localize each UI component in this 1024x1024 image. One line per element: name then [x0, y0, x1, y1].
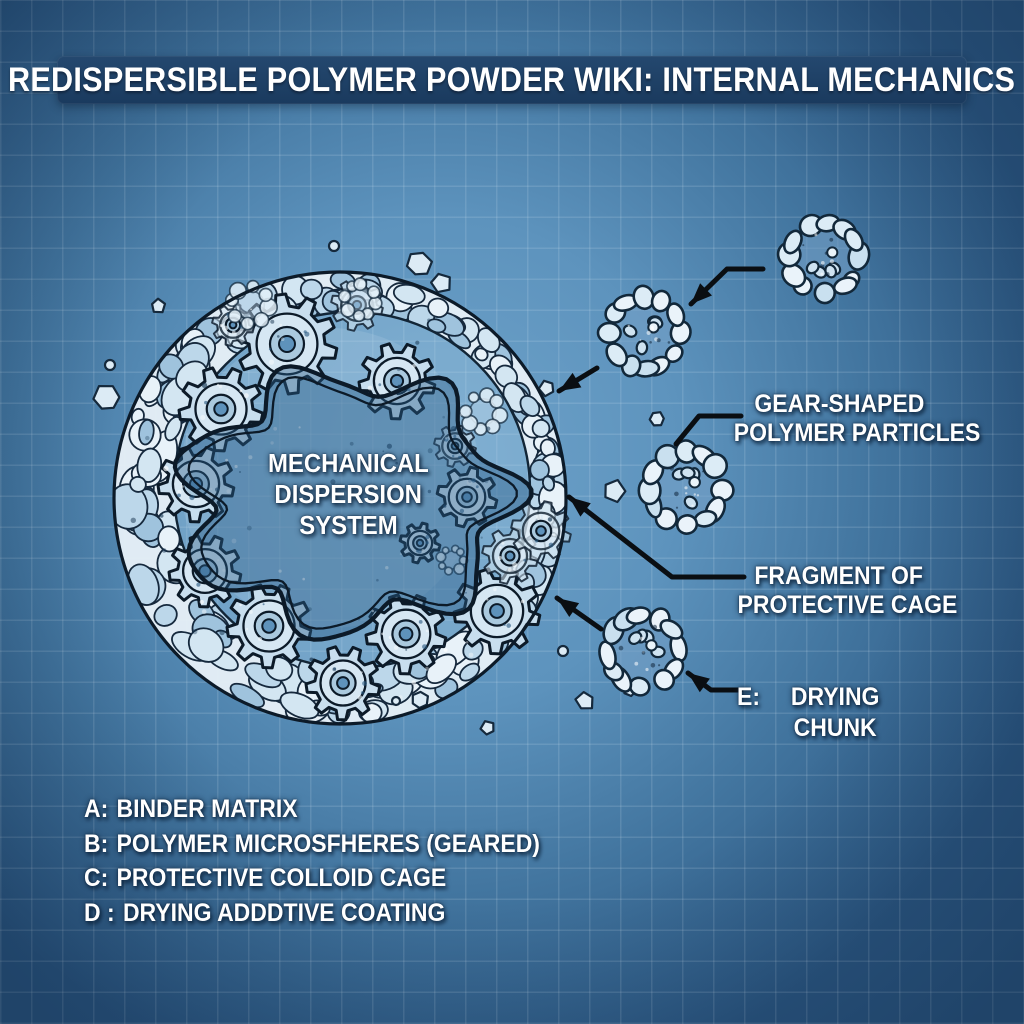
gear-icon — [364, 593, 448, 676]
callout-arrow — [554, 595, 604, 632]
gear-icon — [398, 521, 442, 565]
gear-icon — [225, 583, 313, 670]
callout-e-key: E: — [737, 683, 760, 711]
callout-arrow — [556, 365, 600, 394]
callout-gear-line2: POLYMER PARTICLES — [733, 419, 981, 447]
callout-gear-particles: GEAR-SHAPED POLYMER PARTICLES — [723, 390, 981, 448]
polymer-particle — [596, 284, 692, 378]
rosette-cluster — [435, 544, 469, 576]
callout-e-line2: CHUNK — [793, 714, 877, 742]
polymer-particle — [637, 439, 735, 535]
callout-arrows — [554, 266, 766, 693]
polymer-particle — [598, 606, 688, 697]
callout-e-line1: DRYING — [790, 683, 880, 711]
legend-label-a: BINDER MATRIX — [116, 795, 298, 823]
center-label-line2: DISPERSION — [274, 479, 422, 509]
gear-icon — [435, 465, 499, 529]
legend-label-c: PROTECTIVE COLLOID CAGE — [116, 864, 447, 892]
legend-key-c: C: — [84, 864, 109, 892]
callout-frag-line1: FRAGMENT OF — [754, 562, 924, 590]
callout-arrow — [673, 413, 744, 447]
callout-drying-chunk: E: DRYING CHUNK — [736, 682, 883, 744]
callout-gear-line1: GEAR-SHAPED — [754, 390, 924, 418]
page-title: REDISPERSIBLE POLYMER POWDER WIKI: INTER… — [8, 60, 1016, 99]
legend-label-b: POLYMER MICROSFHERES (GEARED) — [116, 829, 540, 858]
callout-arrow — [685, 670, 744, 693]
callout-frag-line2: PROTECTIVE CAGE — [737, 591, 958, 619]
polymer-particle — [776, 213, 871, 305]
center-label-line1: MECHANICAL — [267, 448, 429, 478]
center-label-line3: SYSTEM — [298, 510, 398, 540]
gear-icon — [304, 645, 382, 722]
title-banner: REDISPERSIBLE POLYMER POWDER WIKI: INTER… — [8, 56, 1015, 104]
legend-label-d: DRYING ADDDTIVE COATING — [122, 898, 446, 927]
callout-cage-fragment: FRAGMENT OF PROTECTIVE CAGE — [728, 562, 958, 620]
legend-item-d: D :DRYING ADDDTIVE COATING — [84, 896, 580, 931]
rosette-cluster — [337, 277, 383, 323]
gear-icon — [510, 500, 572, 562]
legend-key-b: B: — [84, 829, 109, 858]
legend-key-d: D : — [84, 898, 115, 927]
dispersion-circle-outline — [112, 270, 568, 726]
rosette-cluster — [458, 387, 509, 437]
callout-arrow — [688, 266, 766, 307]
legend-item-a: A:BINDER MATRIX — [84, 792, 580, 827]
mechanical-dispersion-core — [172, 364, 534, 642]
callout-arrow — [566, 494, 747, 580]
gear-icon — [177, 366, 265, 453]
legend-item-b: B:POLYMER MICROSFHERES (GEARED) — [84, 827, 580, 862]
legend: A:BINDER MATRIX B:POLYMER MICROSFHERES (… — [84, 792, 580, 930]
powder-particles — [596, 213, 871, 697]
speckles — [130, 308, 553, 707]
center-label: MECHANICAL DISPERSION SYSTEM — [228, 448, 468, 541]
legend-item-c: C:PROTECTIVE COLLOID CAGE — [84, 861, 580, 896]
legend-key-a: A: — [84, 795, 109, 823]
